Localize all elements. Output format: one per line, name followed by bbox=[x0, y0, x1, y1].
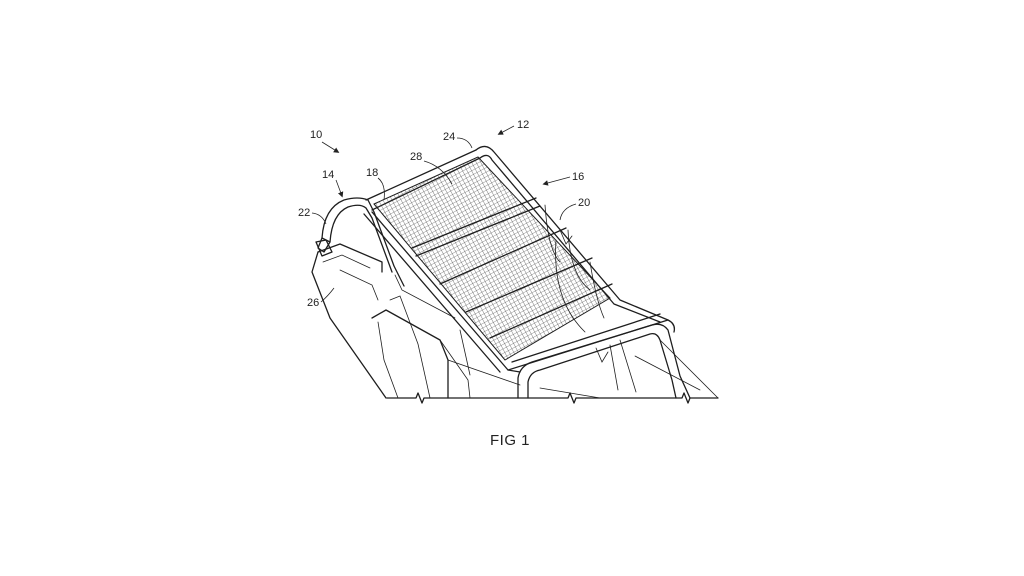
ref-14: 14 bbox=[322, 169, 344, 198]
vehicle-body bbox=[311, 243, 521, 399]
ref-20: 20 bbox=[559, 197, 590, 221]
ref-24: 24 bbox=[443, 131, 473, 149]
svg-text:14: 14 bbox=[322, 169, 334, 181]
roof-rack-frame bbox=[315, 145, 676, 373]
svg-text:26: 26 bbox=[307, 297, 319, 309]
svg-text:10: 10 bbox=[310, 129, 322, 141]
svg-text:18: 18 bbox=[366, 167, 378, 179]
ground-break-line bbox=[386, 392, 719, 404]
ref-12: 12 bbox=[497, 119, 529, 135]
svg-text:24: 24 bbox=[443, 131, 455, 143]
ref-22: 22 bbox=[298, 207, 327, 225]
cargo-net bbox=[373, 156, 613, 363]
ref-16: 16 bbox=[542, 171, 584, 186]
ref-10: 10 bbox=[310, 129, 340, 153]
svg-text:12: 12 bbox=[517, 119, 529, 131]
svg-text:16: 16 bbox=[572, 171, 584, 183]
ref-26: 26 bbox=[307, 287, 335, 309]
figure-caption: FIG 1 bbox=[489, 432, 530, 449]
svg-text:22: 22 bbox=[298, 207, 310, 219]
svg-text:20: 20 bbox=[578, 197, 590, 209]
svg-text:28: 28 bbox=[410, 151, 422, 163]
ref-28: 28 bbox=[410, 151, 453, 185]
ref-18: 18 bbox=[366, 167, 385, 201]
